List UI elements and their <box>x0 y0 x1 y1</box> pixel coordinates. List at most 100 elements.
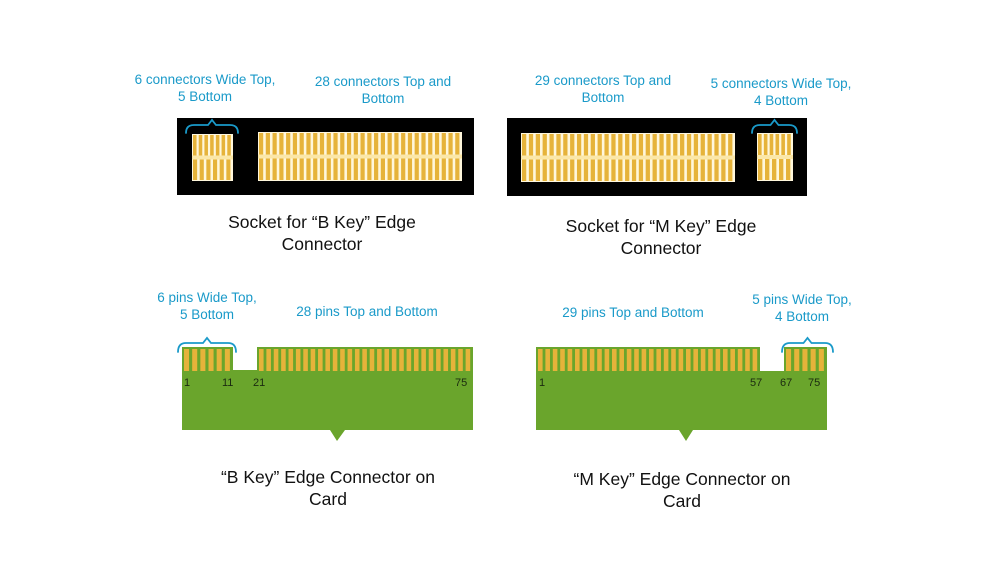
socket-b-wide-contact-top <box>360 133 365 155</box>
socket-m-wide-contact-bottom <box>721 159 726 181</box>
card-m-caption-line2: Card <box>663 491 701 511</box>
socket-m-wide-contact-bottom <box>638 159 644 181</box>
socket-m-wide-contact-top <box>686 134 692 156</box>
socket-m-wide-contact-top <box>659 134 664 156</box>
socket-m-wide-contact-top <box>673 134 678 156</box>
socket-b-narrow-contact-bottom <box>213 159 218 180</box>
socket-m-wide-contact-bottom <box>570 159 575 181</box>
card-b-finger <box>399 349 404 371</box>
card-b-finger <box>303 349 308 371</box>
socket-b-wide-contact-bottom <box>394 158 399 180</box>
socket-m-wide-contact-top <box>631 134 637 156</box>
card-m-finger <box>626 349 632 371</box>
card-m-finger <box>671 349 676 371</box>
card-m-wide-label-line1: 29 pins Top and Bottom <box>562 305 704 320</box>
socket-m-wide-contact-top <box>604 134 609 156</box>
socket-m-wide-contact-bottom <box>693 159 699 181</box>
socket-m-narrow-brace <box>751 118 798 134</box>
card-m-finger <box>802 349 808 371</box>
socket-m-wide-contact-bottom <box>563 159 568 181</box>
card-b-finger <box>458 349 463 371</box>
socket-m-wide-label-line1: 29 connectors Top and <box>534 73 672 88</box>
socket-m-wide-contact-bottom <box>618 159 623 181</box>
card-m-finger <box>810 349 816 371</box>
card-b-finger <box>259 349 264 371</box>
socket-b-narrow-label-line1: 6 connectors Wide Top, <box>134 72 276 87</box>
socket-b-wide-contact-bottom <box>407 158 413 180</box>
socket-b-wide-contact-bottom <box>421 158 426 180</box>
socket-b-wide-contact-top <box>441 133 446 155</box>
card-m-narrow-brace <box>781 336 834 353</box>
socket-m-wide-contact-top <box>728 134 733 156</box>
socket-b-narrow-contact-top <box>210 135 214 156</box>
socket-m-wide-contact-bottom <box>631 159 637 181</box>
socket-b-wide-contact-top <box>272 133 277 155</box>
socket-b-wide-contact-top <box>259 133 264 155</box>
card-m-finger <box>619 349 624 371</box>
socket-m-wide-contact-bottom <box>556 159 561 181</box>
socket-m-wide-contact-top <box>597 134 602 156</box>
card-b-finger <box>332 349 338 371</box>
card-m-narrow-label-line1: 5 pins Wide Top, <box>752 292 852 307</box>
card-b-finger <box>413 349 419 371</box>
card-b-finger <box>340 349 345 371</box>
socket-b-wide-contact-top <box>367 133 372 155</box>
card-b-finger <box>384 349 390 371</box>
socket-m-wide-contact-bottom <box>597 159 602 181</box>
socket-m-wide-contact-bottom <box>535 159 541 181</box>
socket-b-wide-contact-bottom <box>380 158 385 180</box>
socket-b-narrow-contact-top <box>193 135 197 156</box>
card-b-pin-75: 75 <box>455 377 468 389</box>
card-b-wide-label-line1: 28 pins Top and Bottom <box>296 304 438 319</box>
socket-m-wide-contact-bottom <box>700 159 705 181</box>
card-m-caption: “M Key” Edge Connector on Card <box>552 468 812 512</box>
socket-b-wide-label-line2: Bottom <box>361 91 405 106</box>
card-m-finger <box>737 349 743 371</box>
socket-b-key <box>177 118 474 195</box>
socket-b-narrow-contact-top <box>227 135 231 156</box>
card-m-finger <box>545 349 550 371</box>
card-m-pin-75: 75 <box>808 377 821 389</box>
socket-m-wide-contact-top <box>645 134 650 156</box>
socket-b-caption-line1: Socket for “B Key” Edge <box>228 212 416 232</box>
socket-m-wide-contact-bottom <box>583 159 589 181</box>
socket-b-wide-contact-bottom <box>272 158 277 180</box>
socket-m-narrow-divider <box>757 155 793 159</box>
socket-m-narrow-contact-bottom <box>772 159 777 180</box>
card-b-finger <box>281 349 286 371</box>
card-b-finger <box>216 349 222 371</box>
card-b-finger <box>443 349 449 371</box>
card-b-finger <box>362 349 367 371</box>
card-m-pin-67: 67 <box>780 377 793 389</box>
card-m-finger <box>700 349 706 371</box>
socket-m-wide-contact-bottom <box>686 159 692 181</box>
socket-m-wide-contact-top <box>707 134 712 156</box>
socket-m-wide-contact-bottom <box>611 159 616 181</box>
card-m-finger <box>560 349 565 371</box>
socket-b-wide-contact-bottom <box>428 158 433 180</box>
socket-m-wide-contact-top <box>721 134 726 156</box>
socket-m-narrow-contact-top <box>763 134 768 155</box>
socket-b-wide-contact-bottom <box>353 158 358 180</box>
socket-b-wide-contact-top <box>326 133 331 155</box>
card-m-finger <box>663 349 669 371</box>
socket-m-wide-contact-top <box>638 134 644 156</box>
socket-m-caption-line2: Connector <box>620 238 702 258</box>
socket-m-wide-contact-bottom <box>666 159 671 181</box>
card-b-finger <box>184 349 190 371</box>
socket-m-wide-contact-top <box>542 134 547 156</box>
socket-m-narrow-contact-bottom <box>779 159 784 180</box>
card-b-finger <box>288 349 294 371</box>
socket-b-wide-contact-bottom <box>448 158 453 180</box>
card-m-finger <box>582 349 587 371</box>
socket-m-wide-contact-bottom <box>576 159 582 181</box>
socket-b-wide-contact-top <box>434 133 440 155</box>
socket-m-wide-contact-top <box>535 134 541 156</box>
socket-m-wide-contact-top <box>618 134 623 156</box>
socket-m-wide-contact-bottom <box>680 159 685 181</box>
socket-b-wide-contact-top <box>353 133 358 155</box>
socket-b-wide-contact-top <box>374 133 379 155</box>
card-m-finger <box>589 349 595 371</box>
socket-b-wide-contact-top <box>380 133 385 155</box>
socket-b-caption: Socket for “B Key” Edge Connector <box>202 211 442 255</box>
